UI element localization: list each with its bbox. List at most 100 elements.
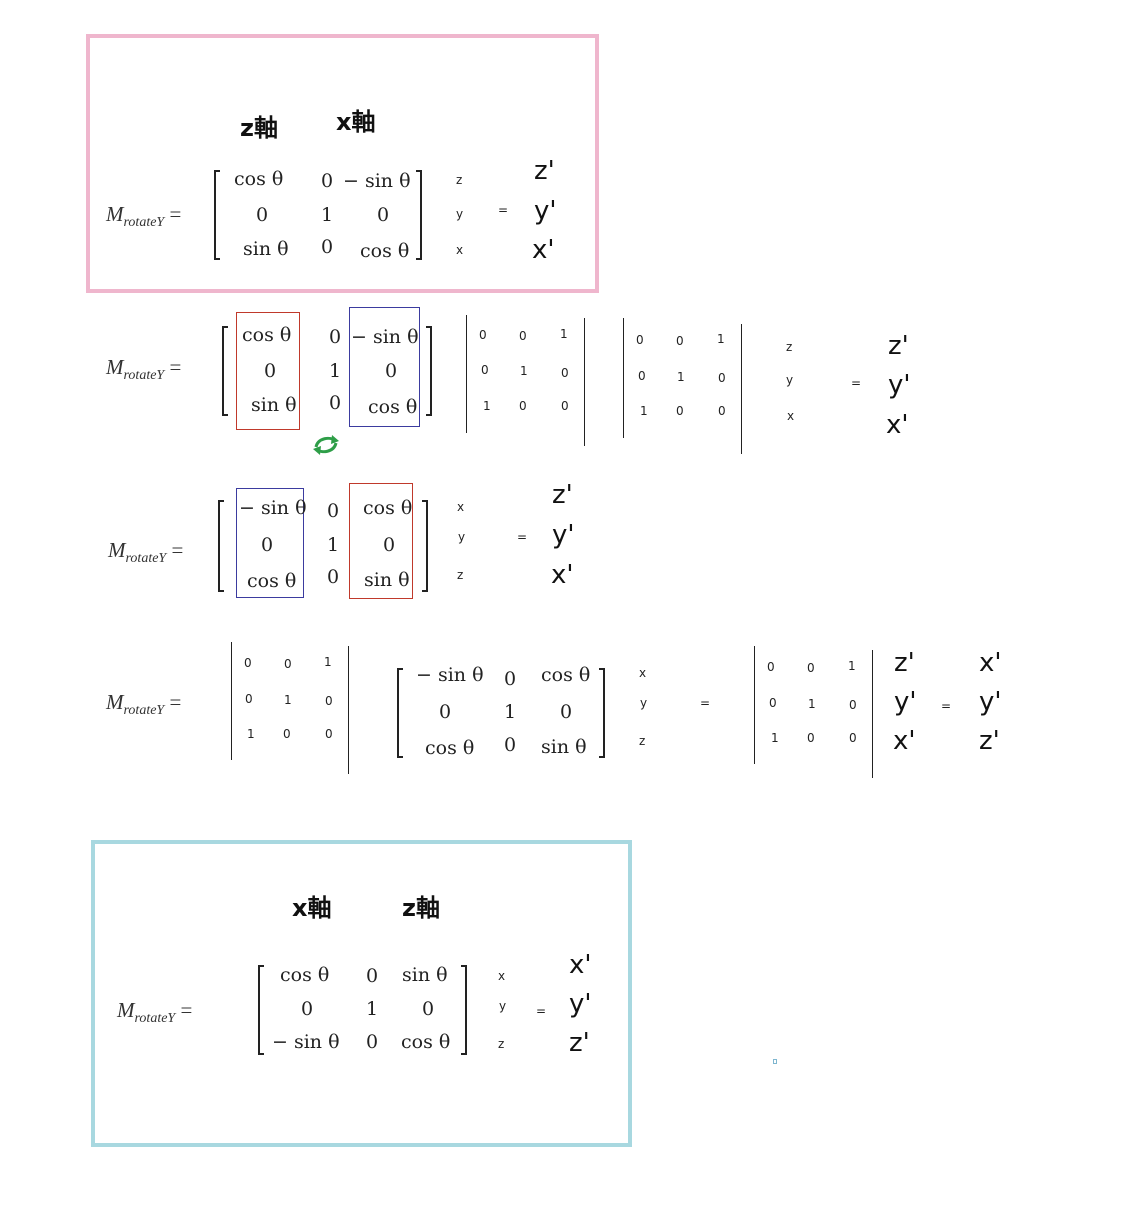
matrix-cell: sin θ bbox=[541, 736, 587, 758]
perm-cell: 1 bbox=[520, 364, 528, 378]
matrix-cell: cos θ bbox=[247, 570, 297, 592]
matrix-bar bbox=[741, 324, 742, 454]
matrix-label: MrotateY = bbox=[106, 355, 182, 383]
matrix-cell: 0 bbox=[321, 170, 334, 192]
matrix-bar bbox=[872, 650, 873, 778]
z-axis-heading: z軸 bbox=[240, 114, 278, 142]
result-entry: x' bbox=[893, 726, 916, 756]
pink-frame bbox=[86, 34, 599, 293]
matrix-cell: cos θ bbox=[401, 1031, 451, 1053]
matrix-cell: 0 bbox=[560, 701, 573, 723]
equals-sign: = bbox=[498, 203, 509, 217]
vector-entry: x bbox=[456, 243, 464, 257]
perm-cell: 0 bbox=[807, 661, 815, 675]
vector-entry: x bbox=[639, 666, 647, 680]
left-bracket bbox=[222, 326, 228, 416]
perm-cell: 1 bbox=[771, 731, 779, 745]
vector-entry: y bbox=[499, 999, 507, 1013]
matrix-cell: 1 bbox=[504, 701, 517, 723]
matrix-label: MrotateY = bbox=[117, 998, 193, 1026]
matrix-cell: 0 bbox=[264, 360, 277, 382]
matrix-cell: 0 bbox=[321, 236, 334, 258]
z-axis-heading: z軸 bbox=[402, 894, 440, 922]
equals-sign: = bbox=[517, 530, 528, 544]
matrix-cell: 0 bbox=[366, 1031, 379, 1053]
matrix-label: MrotateY = bbox=[106, 202, 182, 230]
result-entry: z' bbox=[569, 1028, 590, 1058]
result-entry: x' bbox=[551, 560, 574, 590]
result-entry: y' bbox=[979, 687, 1002, 717]
vector-entry: z bbox=[786, 340, 793, 354]
matrix-cell: − sin θ bbox=[239, 497, 307, 519]
perm-cell: 0 bbox=[769, 696, 777, 710]
perm-cell: 0 bbox=[807, 731, 815, 745]
vector-entry: z bbox=[457, 568, 464, 582]
perm-cell: 0 bbox=[849, 698, 857, 712]
perm-cell: 0 bbox=[519, 399, 527, 413]
matrix-cell: cos θ bbox=[363, 497, 413, 519]
matrix-cell: 0 bbox=[329, 326, 342, 348]
result-entry: x' bbox=[979, 648, 1002, 678]
matrix-cell: 1 bbox=[366, 998, 379, 1020]
matrix-cell: sin θ bbox=[251, 394, 297, 416]
matrix-cell: − sin θ bbox=[343, 170, 411, 192]
matrix-bar bbox=[348, 646, 349, 774]
matrix-cell: cos θ bbox=[360, 240, 410, 262]
perm-cell: 1 bbox=[848, 659, 856, 673]
x-axis-heading: x軸 bbox=[292, 894, 332, 922]
vector-entry: y bbox=[786, 373, 794, 387]
red-highlight-box bbox=[236, 312, 300, 430]
left-bracket bbox=[258, 965, 264, 1055]
matrix-cell: cos θ bbox=[541, 664, 591, 686]
perm-cell: 0 bbox=[481, 363, 489, 377]
right-bracket bbox=[426, 326, 432, 416]
perm-cell: 0 bbox=[849, 731, 857, 745]
matrix-cell: 0 bbox=[385, 360, 398, 382]
perm-cell: 0 bbox=[325, 694, 333, 708]
right-bracket bbox=[422, 500, 428, 592]
matrix-cell: sin θ bbox=[364, 569, 410, 591]
perm-cell: 0 bbox=[676, 334, 684, 348]
matrix-cell: cos θ bbox=[242, 324, 292, 346]
perm-cell: 1 bbox=[483, 399, 491, 413]
perm-cell: 0 bbox=[283, 727, 291, 741]
perm-cell: 0 bbox=[325, 727, 333, 741]
matrix-cell: sin θ bbox=[402, 964, 448, 986]
vector-entry: y bbox=[640, 696, 648, 710]
result-entry: z' bbox=[888, 331, 909, 361]
vector-entry: x bbox=[787, 409, 795, 423]
matrix-cell: cos θ bbox=[425, 737, 475, 759]
left-bracket bbox=[397, 668, 403, 758]
matrix-cell: 1 bbox=[329, 360, 342, 382]
blue-frame bbox=[91, 840, 632, 1147]
result-entry: y' bbox=[552, 520, 575, 550]
right-bracket bbox=[461, 965, 467, 1055]
result-entry: x' bbox=[886, 410, 909, 440]
matrix-bar bbox=[623, 318, 624, 438]
perm-cell: 0 bbox=[718, 371, 726, 385]
swap-icon bbox=[313, 435, 339, 455]
equals-sign: = bbox=[700, 696, 711, 710]
result-entry: z' bbox=[534, 156, 555, 186]
vector-entry: x bbox=[498, 969, 506, 983]
matrix-cell: 0 bbox=[366, 965, 379, 987]
perm-cell: 0 bbox=[479, 328, 487, 342]
matrix-bar bbox=[584, 318, 585, 446]
vector-entry: y bbox=[456, 207, 464, 221]
result-entry: z' bbox=[552, 480, 573, 510]
perm-cell: 0 bbox=[718, 404, 726, 418]
vector-entry: y bbox=[458, 530, 466, 544]
matrix-cell: 0 bbox=[439, 701, 452, 723]
result-entry: y' bbox=[888, 370, 911, 400]
perm-cell: 1 bbox=[677, 370, 685, 384]
matrix-cell: − sin θ bbox=[351, 326, 419, 348]
matrix-cell: 0 bbox=[377, 204, 390, 226]
result-entry: y' bbox=[569, 989, 592, 1019]
perm-cell: 1 bbox=[560, 327, 568, 341]
perm-cell: 1 bbox=[640, 404, 648, 418]
matrix-cell: 0 bbox=[327, 500, 340, 522]
matrix-bar bbox=[231, 642, 232, 760]
perm-cell: 0 bbox=[561, 366, 569, 380]
matrix-cell: 0 bbox=[504, 734, 517, 756]
matrix-cell: cos θ bbox=[368, 396, 418, 418]
